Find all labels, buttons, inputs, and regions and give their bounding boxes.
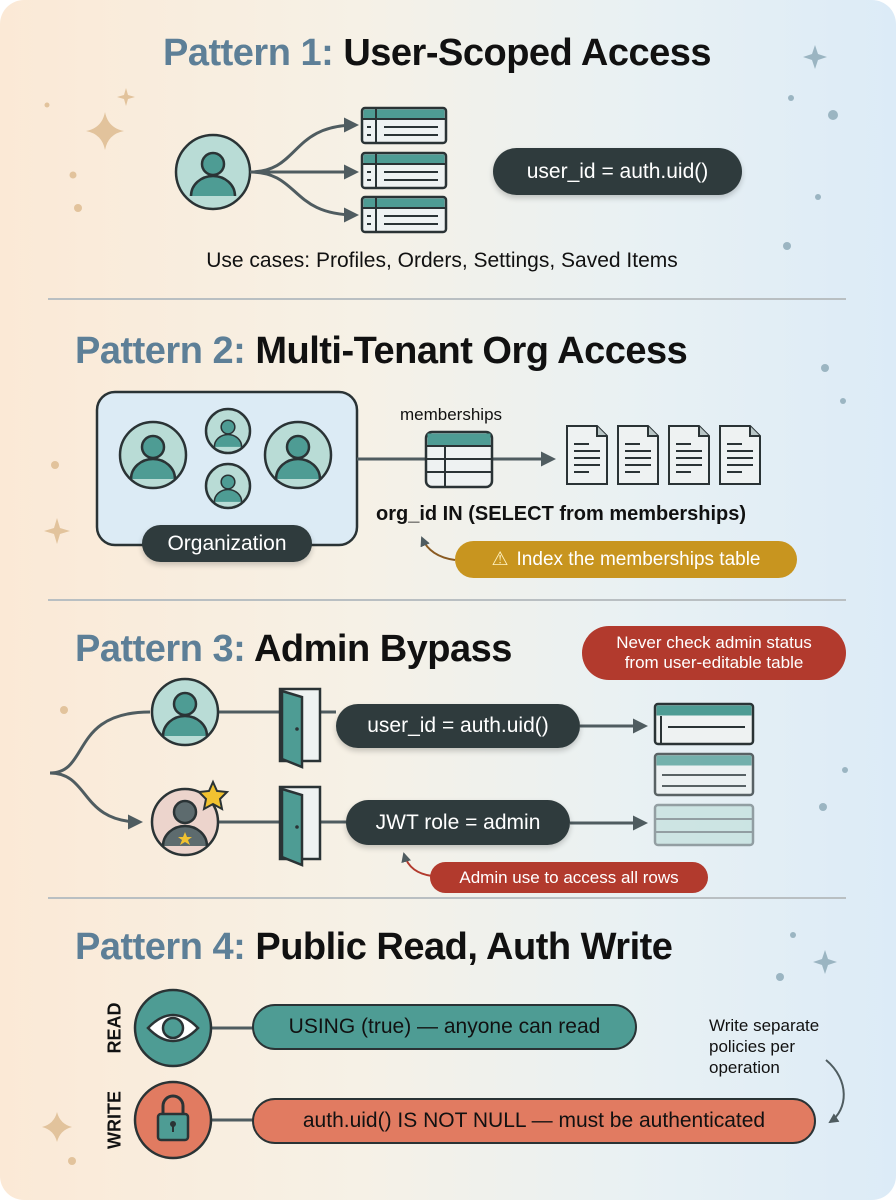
separate-policies-note: Write separate policies per operation xyxy=(709,1015,819,1078)
write-policy-pill: auth.uid() IS NOT NULL — must be authent… xyxy=(252,1098,816,1144)
note-line: operation xyxy=(709,1058,780,1077)
org-diagram xyxy=(95,390,761,561)
pattern-name: Public Read, Auth Write xyxy=(255,926,673,968)
user-scoped-diagram xyxy=(174,106,448,234)
pattern2-title: Pattern 2: Multi-Tenant Org Access xyxy=(75,330,688,373)
table-icon xyxy=(653,702,755,746)
dot-decoration xyxy=(776,45,848,981)
table-icon xyxy=(360,106,448,145)
warning-line: Never check admin status xyxy=(616,633,812,652)
document-icon xyxy=(566,425,608,485)
pattern-name: Multi-Tenant Org Access xyxy=(255,330,688,372)
use-cases-text: Use cases: Profiles, Orders, Settings, S… xyxy=(206,249,678,272)
pattern4-title: Pattern 4: Public Read, Auth Write xyxy=(75,926,673,969)
lock-icon xyxy=(156,1094,190,1142)
section-divider xyxy=(48,298,846,300)
memberships-label: memberships xyxy=(400,405,503,424)
warning-line: from user-editable table xyxy=(624,653,804,672)
read-policy-pill: USING (true) — anyone can read xyxy=(252,1004,637,1050)
admin-policy-pill: JWT role = admin xyxy=(346,800,570,845)
admin-bypass-diagram xyxy=(49,677,755,877)
table-icon xyxy=(653,803,755,847)
org-policy-text: org_id IN (SELECT from memberships) xyxy=(376,503,747,525)
star-icon xyxy=(196,779,230,811)
table-icon xyxy=(360,151,448,190)
note-line: Write separate xyxy=(709,1016,820,1035)
pattern-name: User-Scoped Access xyxy=(343,32,712,74)
organization-label: Organization xyxy=(142,525,312,562)
pattern-number: Pattern 1: xyxy=(163,32,334,74)
index-warning-badge: ⚠ Index the memberships table xyxy=(455,541,797,578)
warning-text: Index the memberships table xyxy=(516,548,761,570)
note-line: policies per xyxy=(709,1037,795,1056)
pattern-number: Pattern 3: xyxy=(75,628,246,670)
document-icon xyxy=(719,425,761,485)
sparkle-decoration xyxy=(42,88,135,1165)
public-read-diagram xyxy=(133,988,845,1160)
eye-icon xyxy=(146,1013,200,1043)
section-divider xyxy=(48,599,846,601)
warning-icon: ⚠ xyxy=(491,549,509,570)
door-icon xyxy=(278,785,322,867)
table-icon xyxy=(360,195,448,234)
pattern3-title: Pattern 3: Admin Bypass xyxy=(75,628,512,671)
admin-user-icon xyxy=(161,799,209,847)
memberships-table-icon xyxy=(424,430,494,489)
pattern-name: Admin Bypass xyxy=(253,628,512,670)
write-label: WRITE xyxy=(104,1091,125,1149)
document-icon xyxy=(668,425,710,485)
pattern1-title: Pattern 1: User-Scoped Access xyxy=(163,32,712,75)
user-policy-pill: user_id = auth.uid() xyxy=(336,704,580,748)
table-icon xyxy=(653,752,755,797)
pattern-number: Pattern 4: xyxy=(75,926,246,968)
document-icon xyxy=(617,425,659,485)
admin-note-badge: Admin use to access all rows xyxy=(430,862,708,893)
read-label: READ xyxy=(104,1002,125,1054)
pattern-number: Pattern 2: xyxy=(75,330,246,372)
door-icon xyxy=(278,687,322,769)
section-divider xyxy=(48,897,846,899)
policy-pill: user_id = auth.uid() xyxy=(493,148,742,195)
